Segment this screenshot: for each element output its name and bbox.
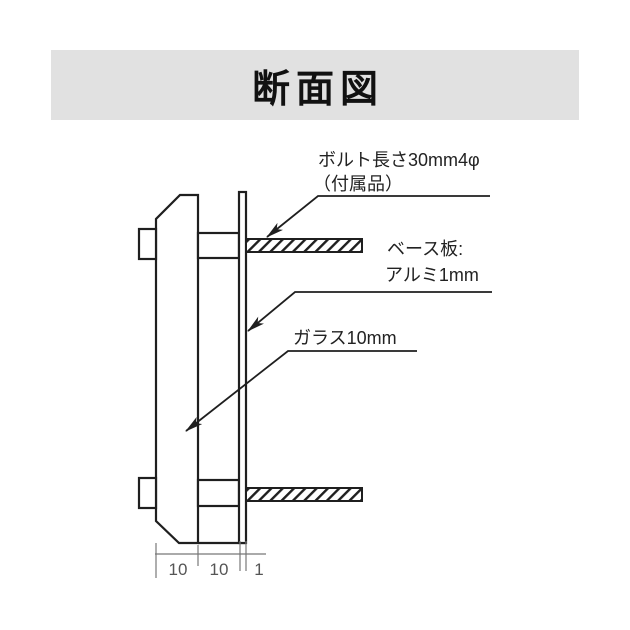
bolt-shaft-bottom-hatched — [245, 487, 363, 502]
dimension-lines — [155, 541, 266, 578]
spacer-bottom-shape — [196, 478, 241, 508]
bolt-head-top-shape — [137, 227, 158, 261]
leader-line-bolt — [266, 195, 490, 238]
dimension-value-gap: 10 — [210, 560, 229, 579]
label-bolt-length: ボルト長さ30mm4φ — [318, 150, 480, 170]
label-glass: ガラス10mm — [293, 328, 397, 348]
bolt-shaft-top-hatched — [245, 238, 363, 253]
spacer-top-shape — [196, 231, 241, 260]
leader-line-glass — [185, 350, 417, 432]
glass-panel-shape — [154, 193, 200, 545]
bolt-head-bottom-shape — [137, 476, 158, 510]
label-base-plate: ベース板: — [387, 239, 463, 259]
page-title: 断面図 — [251, 68, 384, 111]
label-bolt-accessory: （付属品） — [313, 174, 403, 194]
title-bar: 断面図 — [51, 50, 579, 120]
leader-line-base-plate — [247, 291, 492, 332]
base-plate-shape — [237, 190, 248, 545]
dimension-value-plate: 1 — [254, 560, 263, 579]
dimension-value-glass: 10 — [169, 560, 188, 579]
label-base-plate-material: アルミ1mm — [385, 265, 479, 285]
